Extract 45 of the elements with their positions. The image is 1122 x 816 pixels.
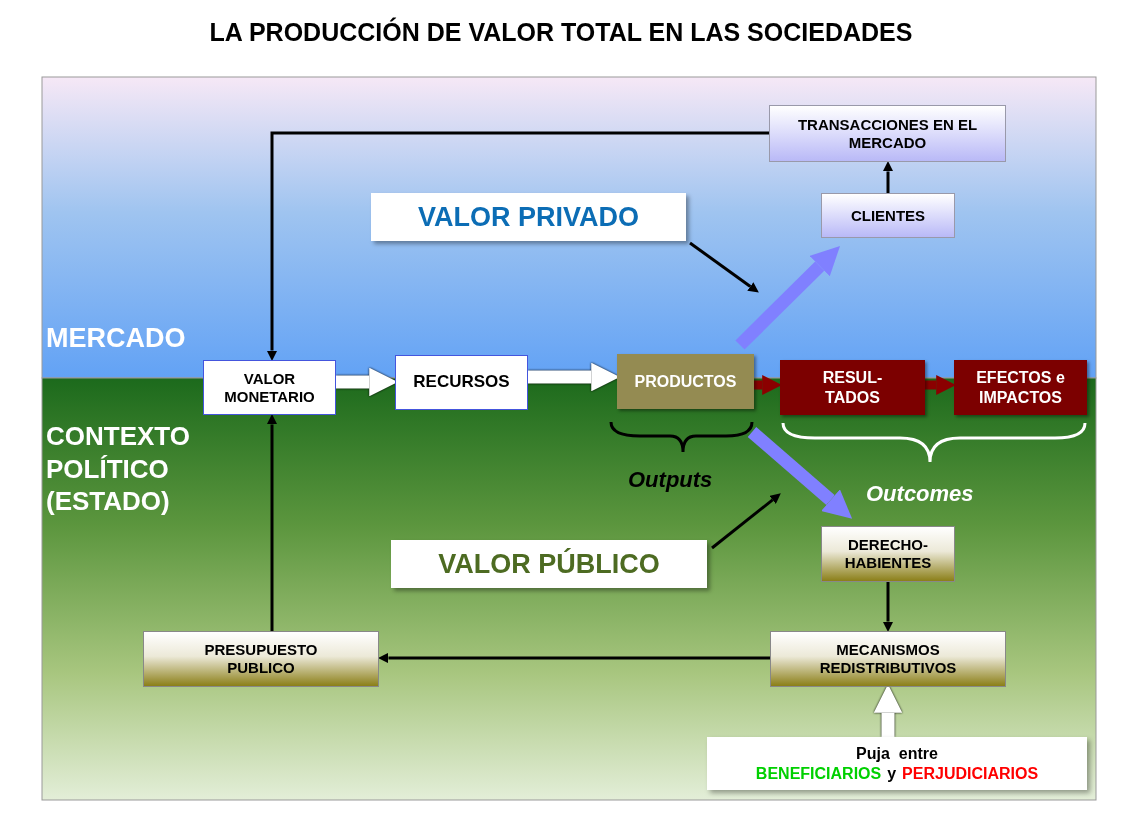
process-box — [769, 105, 1006, 162]
group-label: BENEFICIARIOS — [755, 763, 882, 783]
box-label: DERECHO- HABIENTES — [843, 536, 933, 572]
box-label: RESUL- TADOS — [821, 368, 884, 407]
block-arrow — [735, 246, 841, 350]
process-box — [617, 354, 754, 409]
group-label: y — [887, 763, 897, 783]
process-box — [395, 355, 528, 410]
box-label: PRESUPUESTO PUBLICO — [203, 641, 319, 677]
result-box — [954, 360, 1087, 415]
box-label: VALOR MONETARIO — [223, 369, 316, 406]
band-label: CONTEXTO POLÍTICO (ESTADO) — [46, 420, 191, 518]
process-box — [770, 631, 1006, 687]
box-label: MECANISMOS REDISTRIBUTIVOS — [818, 641, 958, 677]
arrow — [266, 131, 769, 362]
brace-label: Outputs — [628, 466, 713, 494]
box-label: PRODUCTOS — [634, 371, 737, 392]
value-box — [371, 193, 686, 241]
arrow — [689, 241, 759, 293]
process-box — [203, 360, 336, 415]
brace-label: Outcomes — [866, 480, 974, 508]
process-box — [821, 526, 955, 582]
arrow — [377, 652, 770, 664]
block-arrow — [747, 427, 853, 519]
note-box — [707, 737, 1087, 790]
box-label: TRANSACCIONES EN EL MERCADO — [796, 115, 979, 152]
arrow — [882, 160, 894, 193]
band-label: MERCADO — [46, 322, 187, 355]
arrow — [882, 582, 894, 633]
block-arrow — [925, 375, 956, 395]
title: LA PRODUCCIÓN DE VALOR TOTAL EN LAS SOCIEDADES — [208, 18, 914, 47]
box-label: EFECTOS e IMPACTOS — [975, 368, 1066, 407]
arrow — [266, 413, 278, 631]
result-box — [780, 360, 925, 415]
group-label: PERJUDICIARIOS — [902, 763, 1039, 783]
process-box — [821, 193, 955, 238]
box-label: CLIENTES — [850, 206, 926, 225]
block-arrow — [754, 375, 782, 395]
process-box — [143, 631, 379, 687]
note-text: Puja entre — [855, 744, 939, 764]
arrow — [711, 493, 781, 550]
box-label: VALOR PRIVADO — [418, 200, 639, 234]
value-box — [391, 540, 707, 588]
box-label: VALOR PÚBLICO — [438, 547, 660, 581]
box-label: RECURSOS — [413, 372, 510, 393]
